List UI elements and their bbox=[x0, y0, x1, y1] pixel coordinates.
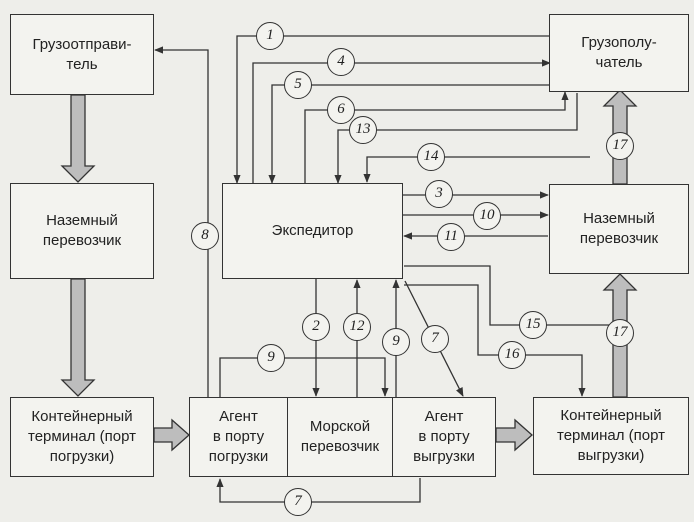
flow-number-17-upper: 17 bbox=[606, 132, 634, 160]
flow-8 bbox=[154, 46, 209, 398]
agent-loading-box: Агент в порту погрузки bbox=[189, 397, 288, 477]
terminal-loading-label: Контейнерный терминал (порт погрузки) bbox=[28, 408, 136, 465]
flow-4 bbox=[252, 59, 551, 183]
terminal-unloading-label: Контейнерный терминал (порт выгрузки) bbox=[557, 407, 665, 464]
block-arrow-land-to-terminal bbox=[60, 278, 96, 397]
sea-carrier-box: Морской перевозчик bbox=[287, 397, 393, 477]
flow-number-1: 1 bbox=[256, 22, 284, 50]
flow-number-17-lower: 17 bbox=[606, 319, 634, 347]
flow-13 bbox=[334, 93, 578, 184]
land-carrier-left-label: Наземный перевозчик bbox=[42, 212, 122, 249]
flow-number-14: 14 bbox=[417, 143, 445, 171]
flow-number-12: 12 bbox=[343, 313, 371, 341]
flow-number-11: 11 bbox=[437, 223, 465, 251]
flow-number-8: 8 bbox=[191, 222, 219, 250]
forwarder-label: Экспедитор bbox=[271, 222, 354, 239]
sea-carrier-label: Морской перевозчик bbox=[300, 418, 380, 455]
flow-number-3: 3 bbox=[425, 180, 453, 208]
block-arrow-shipper-to-land bbox=[60, 94, 96, 183]
flow-number-2: 2 bbox=[302, 313, 330, 341]
agent-unloading-box: Агент в порту выгрузки bbox=[392, 397, 496, 477]
shipper-label: Грузоотправи- тель bbox=[32, 35, 132, 73]
flow-number-9-right: 9 bbox=[382, 328, 410, 356]
flow-6 bbox=[304, 91, 569, 183]
consignee-box: Грузополу- чатель bbox=[549, 14, 689, 92]
flow-number-4: 4 bbox=[327, 48, 355, 76]
flow-number-6: 6 bbox=[327, 96, 355, 124]
agent-unloading-label: Агент в порту выгрузки bbox=[413, 408, 475, 465]
flow-5 bbox=[268, 84, 552, 184]
terminal-unloading-box: Контейнерный терминал (порт выгрузки) bbox=[533, 397, 689, 475]
flow-number-16: 16 bbox=[498, 341, 526, 369]
land-carrier-right-box: Наземный перевозчик bbox=[549, 184, 689, 274]
flow-1 bbox=[233, 35, 552, 184]
flow-9-cross bbox=[219, 357, 389, 398]
forwarder-box: Экспедитор bbox=[222, 183, 403, 279]
flow-lines bbox=[154, 35, 621, 503]
land-carrier-right-label: Наземный перевозчик bbox=[579, 210, 659, 247]
flow-number-10: 10 bbox=[473, 202, 501, 230]
flow-number-9-cross: 9 bbox=[257, 344, 285, 372]
flow-number-5: 5 bbox=[284, 71, 312, 99]
flow-14 bbox=[363, 156, 590, 183]
block-arrow-terminal-to-agent bbox=[153, 418, 190, 452]
terminal-loading-box: Контейнерный терминал (порт погрузки) bbox=[10, 397, 154, 477]
flow-number-13: 13 bbox=[349, 116, 377, 144]
block-arrow-agent-to-terminal bbox=[495, 418, 533, 452]
shipper-box: Грузоотправи- тель bbox=[10, 14, 154, 95]
agent-loading-label: Агент в порту погрузки bbox=[208, 408, 269, 465]
consignee-label: Грузополу- чатель bbox=[581, 34, 657, 71]
flow-number-7-diag: 7 bbox=[421, 325, 449, 353]
flow-7-bottom bbox=[216, 478, 421, 503]
flow-number-7-bottom: 7 bbox=[284, 488, 312, 516]
land-carrier-left-box: Наземный перевозчик bbox=[10, 183, 154, 279]
flow-16 bbox=[404, 284, 586, 397]
flow-number-15: 15 bbox=[519, 311, 547, 339]
